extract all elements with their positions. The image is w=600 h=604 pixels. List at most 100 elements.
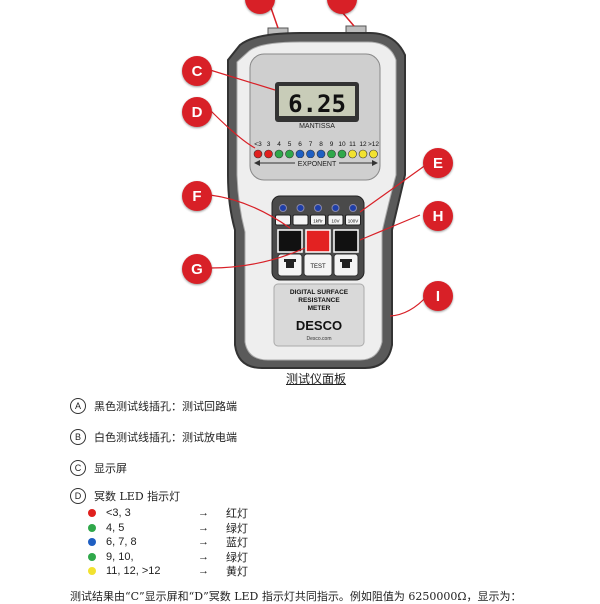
led-color-dot (88, 523, 96, 532)
exponent-led (369, 149, 378, 159)
range-led (279, 204, 287, 212)
legend-item-c: C 显示屏 (70, 460, 127, 476)
exponent-tick-label: 3 (267, 141, 271, 148)
exponent-led (274, 149, 284, 159)
exponent-tick-label: 10 (338, 141, 346, 148)
exponent-led (337, 149, 347, 159)
callout-e: E (423, 148, 453, 178)
led-range: 6, 7, 8 (106, 536, 137, 548)
exponent-led (295, 149, 305, 159)
led-color-name: 绿灯 (226, 550, 248, 564)
led-color-name: 黄灯 (226, 565, 248, 578)
led-table-row: 6, 7, 8 → 蓝灯 (88, 534, 248, 550)
display-value: 6.25 (288, 90, 346, 118)
mantissa-label: MANTISSA (299, 123, 335, 130)
test-button-label: TEST (310, 264, 326, 270)
range-button[interactable] (310, 214, 326, 226)
led-color-name: 红灯 (226, 507, 248, 520)
exponent-led (264, 149, 273, 159)
callout-c: C (182, 56, 212, 86)
led-range: <3, 3 (106, 507, 131, 519)
exponent-tick-label: 4 (277, 141, 281, 148)
arrow-icon: → (198, 550, 209, 563)
range-button-label: 100V (348, 219, 359, 224)
footer-text: 测试结果由“C”显示屏和“D”冥数 LED 指示灯共同指示。例如阻值为 6250… (70, 590, 522, 603)
legend-letter: A (70, 398, 86, 414)
range-led (331, 204, 340, 212)
legend-item-a: A 黑色测试线插孔：测试回路端 (70, 398, 237, 414)
led-table-row: 11, 12, >12 → 黄灯 (88, 563, 248, 579)
low-range-icon (284, 259, 296, 268)
name-line-2: RESISTANCE (298, 297, 340, 304)
legend-letter: C (70, 460, 86, 476)
callout-g: G (182, 254, 212, 284)
range-button[interactable] (292, 214, 309, 226)
range-button[interactable] (327, 214, 344, 226)
led-color-dot (88, 567, 96, 575)
brand-url: Desco.com (306, 336, 331, 342)
callout-h: H (423, 201, 453, 231)
callout-b (327, 0, 357, 14)
legend-text: 黑色测试线插孔：测试回路端 (94, 400, 237, 413)
callout-a (245, 0, 275, 14)
exponent-tick-label: >12 (368, 141, 379, 148)
range-led (349, 204, 357, 212)
high-range-icon (340, 259, 352, 268)
exponent-led (306, 149, 315, 159)
exponent-led (253, 149, 263, 159)
exponent-led (348, 149, 357, 159)
callout-d: D (182, 97, 212, 127)
name-line-1: DIGITAL SURFACE (290, 289, 349, 296)
led-range: 9, 10, (106, 550, 134, 563)
legend-letter: B (70, 429, 86, 445)
center-result-light (305, 229, 331, 253)
range-leds (279, 204, 357, 212)
exponent-led (285, 149, 294, 159)
led-color-name: 绿灯 (226, 521, 248, 535)
figure-caption: 测试仪面板 (286, 372, 347, 386)
exponent-led (316, 149, 326, 159)
exponent-tick-label: 5 (288, 141, 292, 148)
arrow-icon: → (198, 565, 209, 577)
led-table-row: 9, 10, → 绿灯 (88, 549, 248, 565)
led-color-dot (88, 552, 96, 561)
range-led (314, 204, 322, 212)
exponent-tick-label: 7 (309, 141, 313, 148)
arrow-icon: → (198, 536, 209, 548)
arrow-icon: → (198, 521, 209, 534)
legend-item-b: B 白色测试线插孔：测试放电端 (70, 429, 237, 445)
led-table-row: 4, 5 → 绿灯 (88, 520, 248, 536)
exponent-led (327, 149, 336, 159)
legend-text: 显示屏 (94, 462, 127, 475)
callout-f: F (182, 181, 212, 211)
exponent-tick-label: 9 (330, 141, 334, 148)
arrow-icon: → (198, 507, 209, 519)
range-button-label: 1kRr (313, 219, 323, 224)
exponent-leds (253, 149, 378, 159)
right-result-light (333, 229, 359, 253)
led-color-dot (88, 509, 96, 517)
led-range: 4, 5 (106, 521, 125, 534)
left-result-light (277, 229, 303, 253)
exponent-led (358, 149, 368, 159)
name-plate (273, 283, 365, 347)
led-color-name: 蓝灯 (226, 536, 248, 549)
legend-item-d: D 冥数 LED 指示灯 (70, 488, 180, 504)
range-button[interactable] (345, 214, 361, 226)
exponent-tick-label: <3 (254, 141, 262, 148)
range-button[interactable] (275, 214, 291, 226)
led-range: 11, 12, >12 (106, 565, 161, 577)
callout-i: I (423, 281, 453, 311)
range-led (296, 204, 305, 212)
legend-text: 冥数 LED 指示灯 (94, 490, 181, 503)
test-button[interactable] (303, 253, 333, 277)
led-table-row: <3, 3 → 红灯 (88, 505, 248, 521)
legend-letter: D (70, 488, 86, 504)
legend-text: 白色测试线插孔：测试放电端 (94, 431, 237, 444)
led-color-dot (88, 538, 96, 546)
lcd-screen (279, 86, 355, 116)
brand-logo: DESCO (296, 318, 342, 333)
